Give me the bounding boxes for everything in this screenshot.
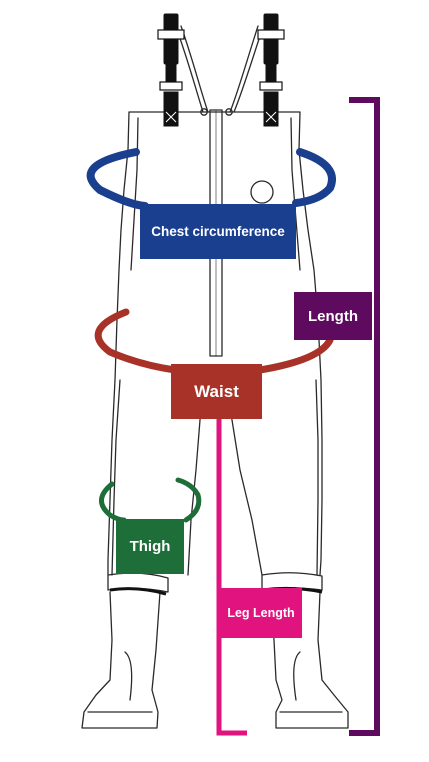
- boot-right: [269, 591, 349, 729]
- boot-left: [81, 591, 161, 729]
- chest-circumference-label: Chest circumference: [151, 224, 285, 239]
- strap-loop-right: [233, 29, 263, 113]
- waist-label-box: [171, 364, 262, 419]
- chest-ring: [86, 148, 336, 210]
- leg-length-label-box: [220, 588, 302, 638]
- waist-label: Waist: [194, 381, 239, 401]
- length-label: Length: [308, 307, 358, 325]
- length-label-box: [294, 292, 372, 340]
- chest-button: [250, 180, 274, 204]
- length-bracket: [349, 97, 380, 736]
- leg-length-label: Leg Length: [227, 606, 295, 620]
- wader-body-outline: [107, 111, 323, 576]
- thigh-label-box: [116, 519, 184, 574]
- leg-length-bracket: [216, 418, 247, 736]
- strap-loop-left: [176, 29, 204, 113]
- thigh-label: Thigh: [129, 538, 171, 555]
- chest-label-box: [140, 204, 296, 259]
- thigh-ring: [99, 477, 202, 523]
